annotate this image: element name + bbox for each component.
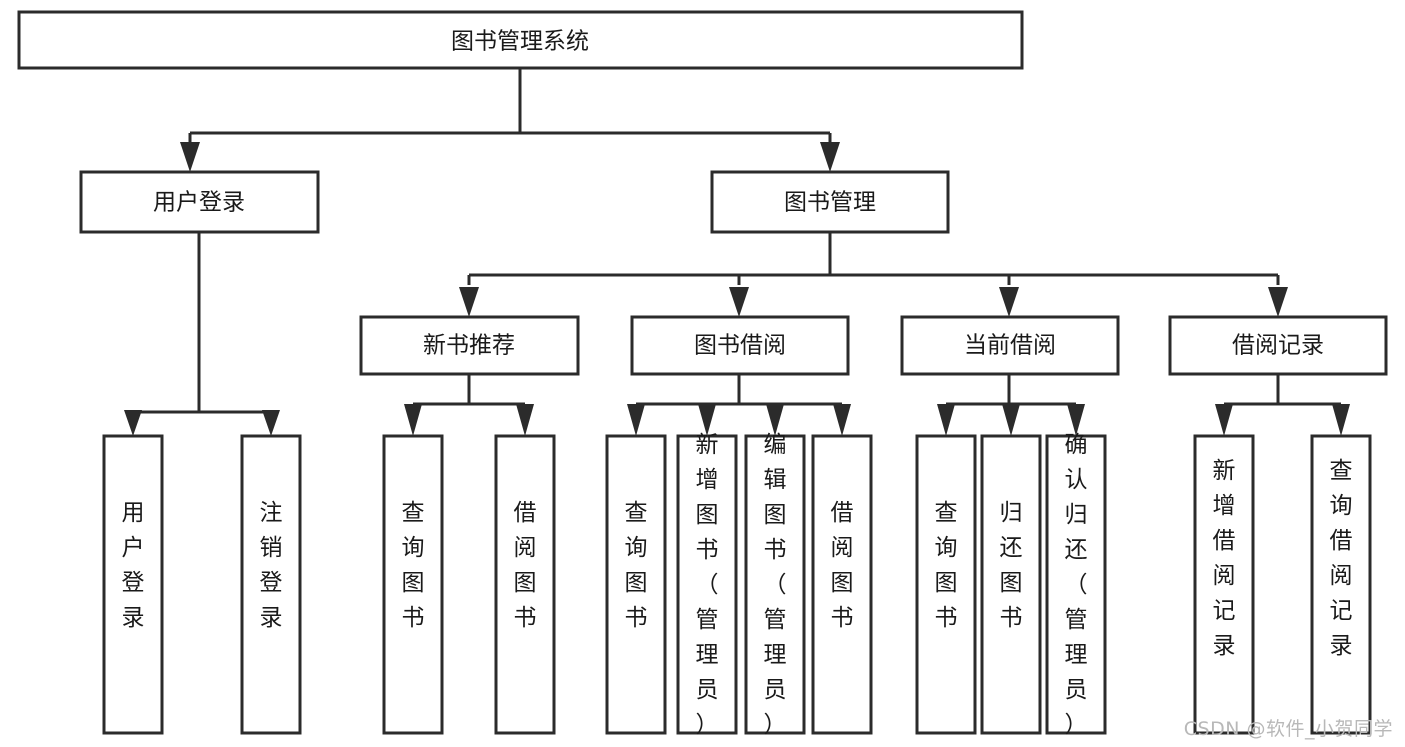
leaf-box[interactable] — [494, 434, 556, 735]
leaf-user-login-0[interactable]: 用户登录 — [102, 434, 164, 735]
node-new-book-recommend-label: 新书推荐 — [423, 333, 515, 359]
arrow-head-icon — [766, 404, 784, 436]
leaf-book-borrow-0[interactable]: 查询图书 — [605, 434, 667, 735]
leaf-label: 注销登录 — [260, 500, 283, 631]
leaf-label: 新增图书（管理员） — [696, 432, 719, 738]
leaf-box[interactable] — [102, 434, 164, 735]
arrow-head-icon — [459, 287, 479, 317]
arrow-head-icon — [627, 404, 645, 436]
node-user-login-label: 用户登录 — [153, 190, 245, 216]
node-current-borrow-label: 当前借阅 — [964, 333, 1056, 359]
leaf-box[interactable] — [240, 434, 302, 735]
leaf-box[interactable] — [676, 434, 738, 735]
leaf-user-login-1[interactable]: 注销登录 — [240, 434, 302, 735]
node-book-management-box[interactable] — [710, 170, 950, 234]
leaf-new-book-1[interactable]: 借阅图书 — [494, 434, 556, 735]
leaf-box[interactable] — [744, 434, 806, 735]
leaf-new-book-0[interactable]: 查询图书 — [382, 434, 444, 735]
leaf-label: 借阅图书 — [514, 500, 537, 631]
arrow-head-icon — [1332, 404, 1350, 436]
leaf-box[interactable] — [605, 434, 667, 735]
node-borrow-record-label: 借阅记录 — [1232, 333, 1324, 359]
leaf-current-borrow-0[interactable]: 查询图书 — [915, 434, 977, 735]
node-root-box[interactable] — [17, 10, 1024, 70]
node-book-management-label: 图书管理 — [784, 190, 876, 216]
leaf-label: 归还图书 — [1000, 500, 1023, 631]
csdn-watermark: CSDN @软件_小贺同学 — [1183, 718, 1393, 740]
node-root[interactable]: 图书管理系统 — [17, 10, 1024, 70]
leaf-label: 确认归还（管理员） — [1065, 432, 1088, 738]
leaf-box[interactable] — [1193, 434, 1255, 735]
arrow-head-icon — [1002, 404, 1020, 436]
leaf-label: 借阅图书 — [831, 500, 854, 631]
leaf-label: 查询图书 — [625, 500, 648, 631]
arrow-head-icon — [937, 404, 955, 436]
leaf-box[interactable] — [811, 434, 873, 735]
arrow-head-icon — [729, 287, 749, 317]
arrow-head-icon — [1067, 404, 1085, 436]
connector-group — [124, 68, 1350, 436]
leaf-box[interactable] — [1045, 434, 1107, 735]
leaf-book-borrow-1[interactable]: 新增图书（管理员） — [676, 432, 738, 738]
node-book-borrow-box[interactable] — [630, 315, 850, 376]
leaf-label: 编辑图书（管理员） — [764, 432, 787, 738]
leaf-box[interactable] — [1310, 434, 1372, 735]
leaf-box[interactable] — [382, 434, 444, 735]
node-borrow-record-box[interactable] — [1168, 315, 1388, 376]
arrow-head-icon — [999, 287, 1019, 317]
leaf-label: 查询图书 — [402, 500, 425, 631]
node-book-borrow-label: 图书借阅 — [694, 333, 786, 359]
arrow-head-icon — [124, 410, 142, 436]
arrow-head-icon — [833, 404, 851, 436]
arrow-head-icon — [404, 404, 422, 436]
node-book-management[interactable]: 图书管理 — [710, 170, 950, 234]
node-current-borrow[interactable]: 当前借阅 — [900, 315, 1120, 376]
arrow-head-icon — [180, 142, 200, 172]
arrow-head-icon — [262, 410, 280, 436]
arrow-head-icon — [1215, 404, 1233, 436]
leaf-book-borrow-3[interactable]: 借阅图书 — [811, 434, 873, 735]
leaf-box[interactable] — [980, 434, 1042, 735]
leaf-box[interactable] — [915, 434, 977, 735]
leaf-current-borrow-1[interactable]: 归还图书 — [980, 434, 1042, 735]
leaf-current-borrow-2[interactable]: 确认归还（管理员） — [1045, 432, 1107, 738]
node-user-login[interactable]: 用户登录 — [79, 170, 320, 234]
node-new-book-recommend-box[interactable] — [359, 315, 580, 376]
leaf-label: 用户登录 — [122, 500, 145, 631]
leaf-borrow-record-0[interactable]: 新增借阅记录 — [1193, 434, 1255, 735]
node-book-borrow[interactable]: 图书借阅 — [630, 315, 850, 376]
node-borrow-record[interactable]: 借阅记录 — [1168, 315, 1388, 376]
leaf-borrow-record-1[interactable]: 查询借阅记录 — [1310, 434, 1372, 735]
node-root-label: 图书管理系统 — [451, 29, 589, 55]
arrow-head-icon — [820, 142, 840, 172]
arrow-head-icon — [698, 404, 716, 436]
leaf-book-borrow-2[interactable]: 编辑图书（管理员） — [744, 432, 806, 738]
leaf-label: 新增借阅记录 — [1213, 458, 1236, 659]
node-current-borrow-box[interactable] — [900, 315, 1120, 376]
leaf-label: 查询借阅记录 — [1330, 458, 1353, 659]
node-user-login-box[interactable] — [79, 170, 320, 234]
arrow-head-icon — [1268, 287, 1288, 317]
node-new-book-recommend[interactable]: 新书推荐 — [359, 315, 580, 376]
leaf-label: 查询图书 — [935, 500, 958, 631]
arrow-head-icon — [516, 404, 534, 436]
